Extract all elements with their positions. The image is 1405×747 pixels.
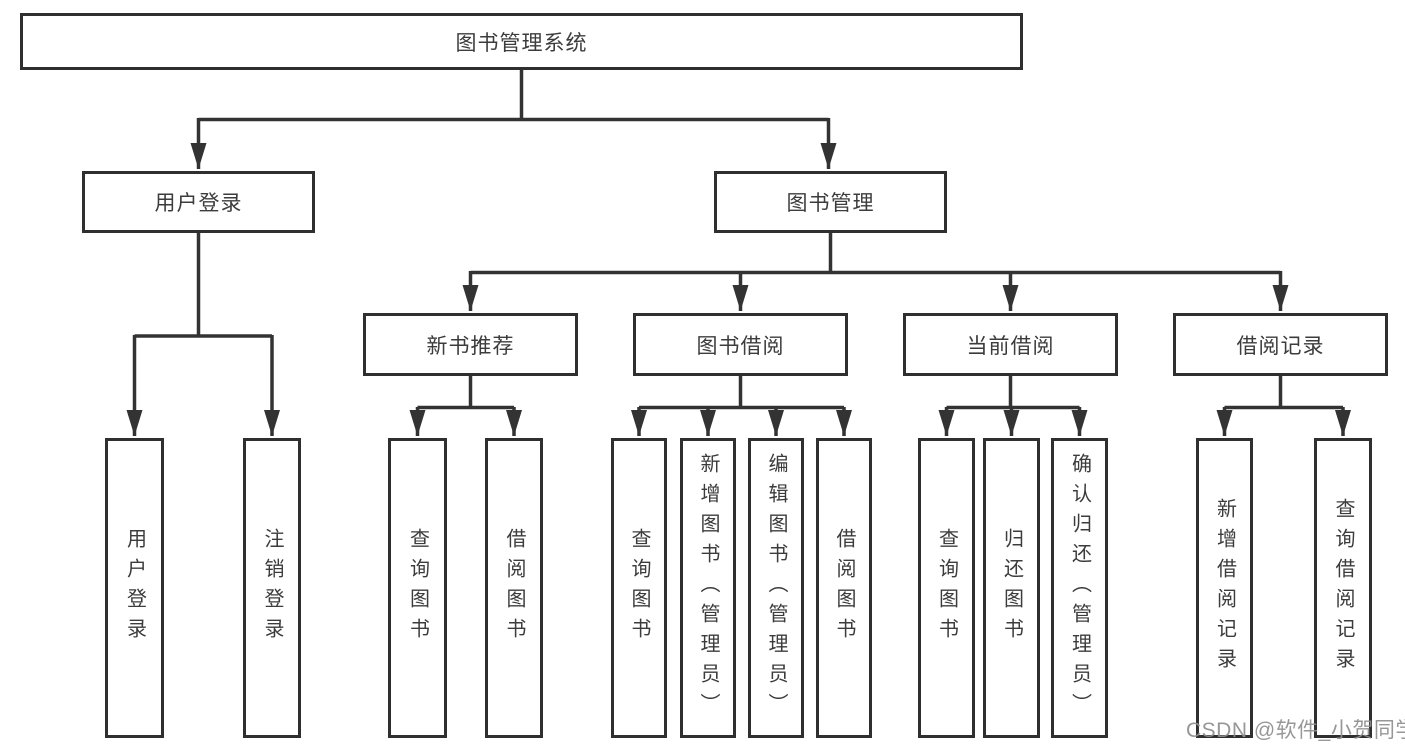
leaf-borrow-books-2: 借阅图书 [816,438,872,738]
node-new-book-recommendation: 新书推荐 [363,313,578,376]
leaf-query-books-3: 查询图书 [918,438,975,738]
node-label: 新书推荐 [426,334,515,358]
csdn-watermark: CSDN @软件_小贺同学 [1186,719,1405,742]
leaf-query-books-2: 查询图书 [611,438,667,738]
leaf-query-borrow-record: 查询借阅记录 [1314,438,1372,738]
leaf-label: 查询图书 [935,528,958,648]
leaf-label: 查询借阅记录 [1332,498,1354,678]
node-label: 借阅记录 [1236,334,1325,358]
leaf-user-login: 用户登录 [105,438,164,738]
node-current-borrowing: 当前借阅 [903,313,1118,376]
leaf-label: 注销登录 [261,528,283,648]
leaf-label: 新增借阅记录 [1213,498,1236,678]
leaf-add-borrow-record: 新增借阅记录 [1196,438,1253,738]
leaf-label: 编辑图书（管理员） [765,453,787,723]
node-label: 图书借阅 [696,334,785,358]
leaf-label: 新增图书（管理员） [697,453,719,723]
leaf-logout: 注销登录 [243,438,301,738]
node-library-management-system: 图书管理系统 [20,13,1023,70]
node-label: 用户登录 [154,192,243,215]
leaf-confirm-return-admin: 确认归还（管理员） [1051,438,1108,738]
node-book-management-module: 图书管理 [714,171,947,233]
leaf-label: 查询图书 [406,528,429,648]
node-user-login-module: 用户登录 [82,171,315,233]
leaf-label: 借阅图书 [503,528,525,648]
leaf-label: 归还图书 [1000,528,1023,648]
leaf-label: 借阅图书 [833,528,855,648]
leaf-label: 查询图书 [628,528,650,648]
node-label: 图书管理系统 [455,31,588,55]
node-borrowing-records: 借阅记录 [1173,313,1388,376]
leaf-borrow-books: 借阅图书 [485,438,543,738]
leaf-label: 用户登录 [123,528,146,648]
leaf-edit-book-admin: 编辑图书（管理员） [748,438,804,738]
leaf-query-books: 查询图书 [388,438,447,738]
leaf-label: 确认归还（管理员） [1068,453,1091,723]
leaf-return-books: 归还图书 [983,438,1040,738]
node-label: 当前借阅 [966,334,1055,358]
node-label: 图书管理 [786,192,875,215]
node-book-borrowing: 图书借阅 [633,313,848,376]
leaf-add-book-admin: 新增图书（管理员） [680,438,736,738]
